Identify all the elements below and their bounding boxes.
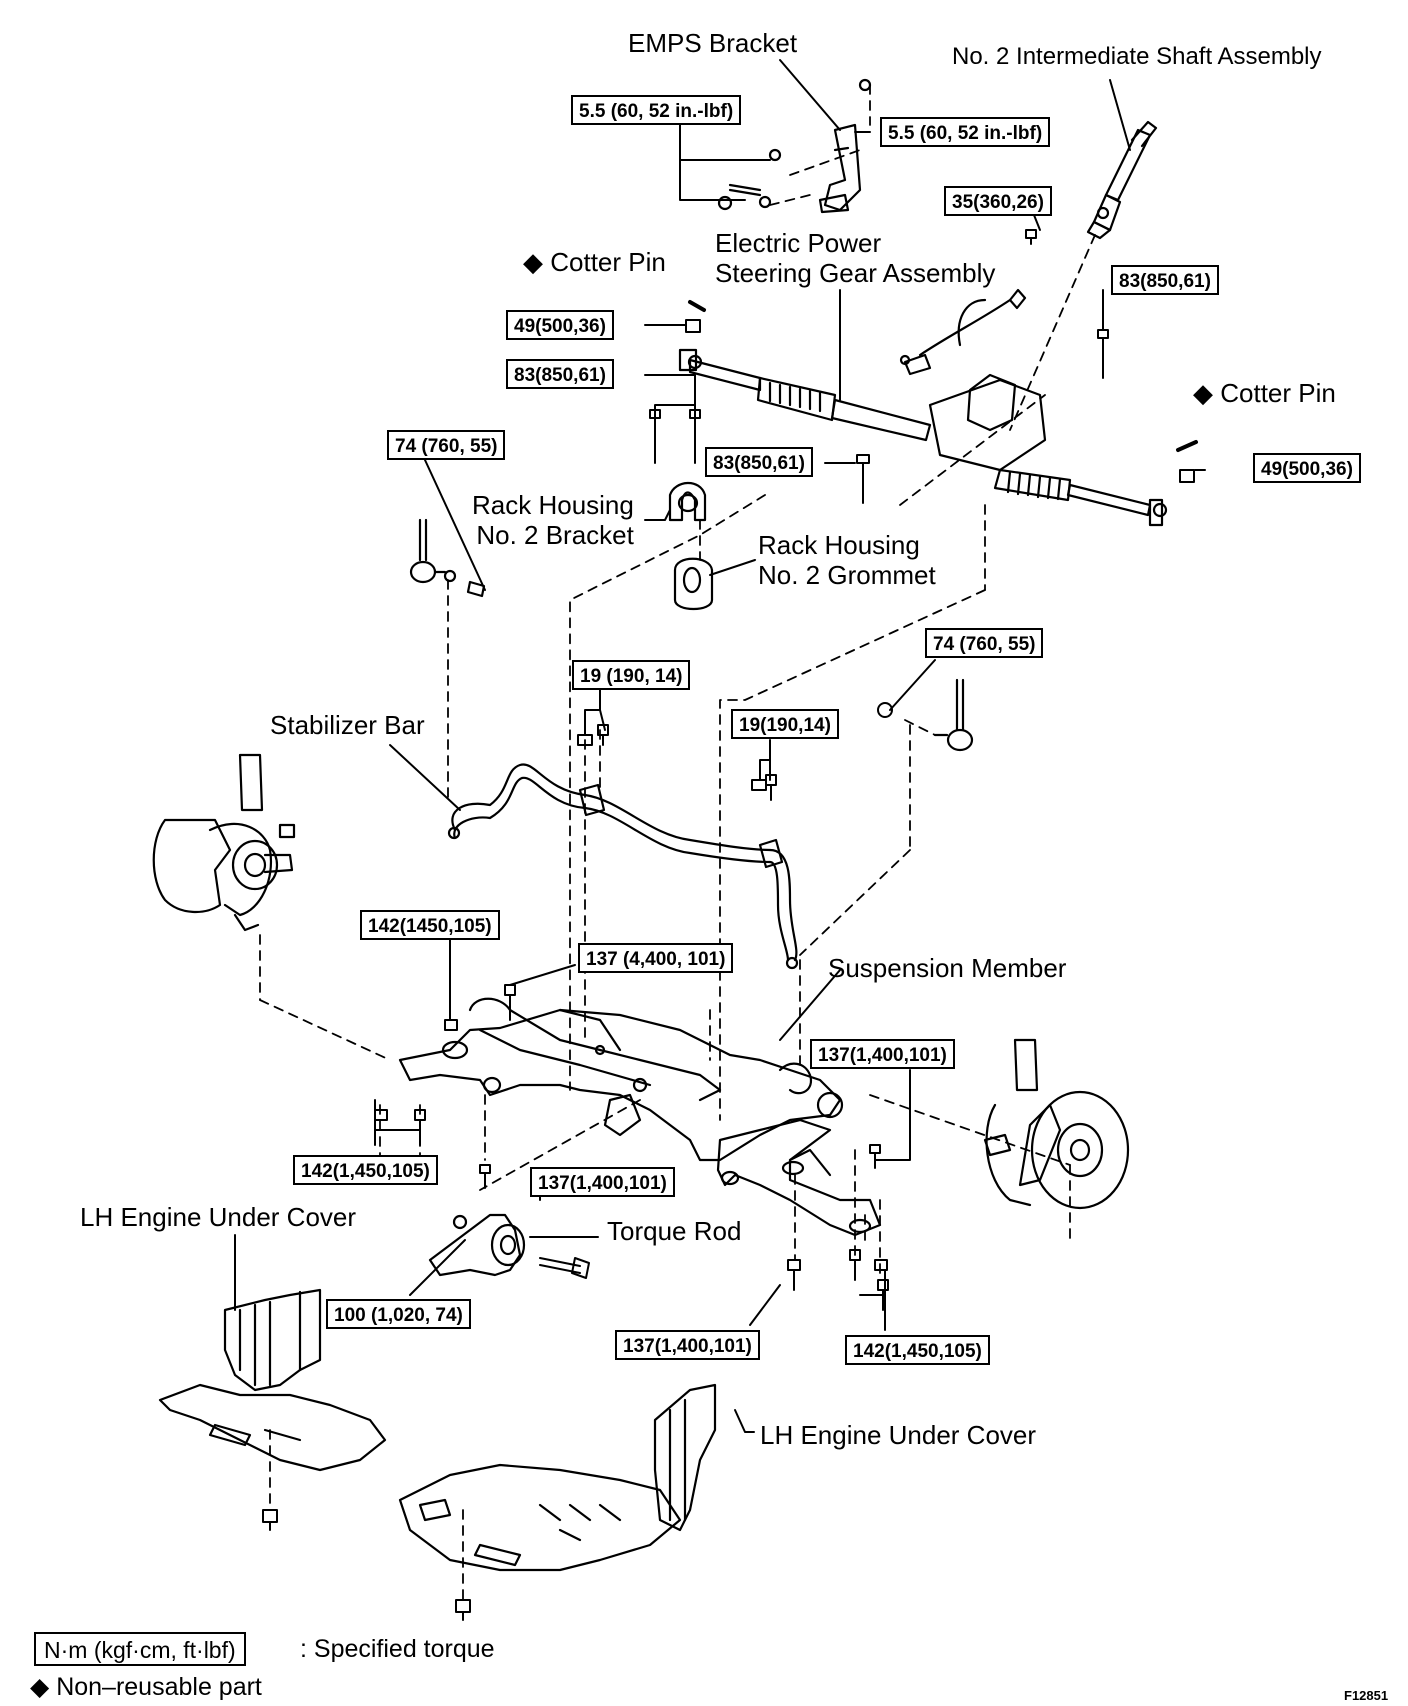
torque-spec-lower-arm-bolt: 137(1,400,101) [615, 1330, 760, 1360]
suspension-member [398, 997, 844, 1162]
figure-id: F12851 [1344, 1688, 1389, 1703]
knuckle-right [983, 1038, 1130, 1210]
torque-spec-torque-rod-bolt: 100 (1,020, 74) [326, 1299, 471, 1329]
torque-spec-tie-rod-right: 49(500,36) [1253, 453, 1361, 483]
torque-spec-link-left: 74 (760, 55) [387, 430, 506, 460]
torque-spec-emps-left: 5.5 (60, 52 in.-lbf) [571, 95, 742, 125]
under-cover-bottom [398, 1383, 717, 1572]
torque-spec-bracket-left: 83(850,61) [506, 359, 614, 389]
label-lh-engine-under-cover-bottom: LH Engine Under Cover [760, 1420, 1037, 1450]
rack-bracket-grommet [668, 481, 714, 611]
legend-unit-box: N·m (kgf·cm, ft·lbf) [34, 1632, 246, 1666]
label-cotter-pin-left: ◆ Cotter Pin [523, 247, 666, 277]
label-stabilizer-bar: Stabilizer Bar [270, 710, 425, 740]
label-emps-bracket: EMPS Bracket [628, 28, 798, 58]
legend-nonreusable: ◆ Non–reusable part [30, 1673, 262, 1701]
torque-spec-stab-left: 19 (190, 14) [572, 660, 691, 690]
torque-spec-lower-arm-right: 142(1,450,105) [845, 1335, 990, 1365]
under-cover-left [158, 1288, 387, 1472]
intermediate-shaft [1086, 120, 1158, 240]
torque-spec-member-bottom-left: 142(1,450,105) [293, 1155, 438, 1185]
torque-spec-stab-right: 19(190,14) [731, 709, 839, 739]
label-lh-engine-under-cover-left: LH Engine Under Cover [80, 1202, 357, 1232]
diamond-icon: ◆ [30, 1673, 50, 1701]
legend-unit-description: : Specified torque [300, 1635, 495, 1663]
torque-spec-shaft: 35(360,26) [944, 186, 1052, 216]
torque-spec-member-top-left: 142(1450,105) [360, 910, 500, 940]
stabilizer-bar [447, 763, 799, 970]
label-cotter-pin-right: ◆ Cotter Pin [1193, 378, 1336, 408]
label-suspension-member: Suspension Member [828, 953, 1067, 983]
torque-spec-member-top-mid: 137 (4,400, 101) [578, 943, 734, 973]
knuckle-left [152, 753, 296, 932]
torque-spec-tie-rod-left: 49(500,36) [506, 310, 614, 340]
torque-spec-member-bottom-mid: 137(1,400,101) [530, 1167, 675, 1197]
torque-rod [428, 1213, 526, 1277]
torque-spec-rack-right-bolt: 83(850,61) [1111, 265, 1219, 295]
diamond-icon: ◆ [1193, 378, 1213, 408]
torque-spec-member-right: 137(1,400,101) [810, 1039, 955, 1069]
torque-spec-emps-right: 5.5 (60, 52 in.-lbf) [880, 117, 1051, 147]
stabilizer-links [409, 518, 974, 752]
assembly-dashed-lines [259, 84, 1096, 1601]
label-rack-housing-bracket: Rack Housing No. 2 Bracket [472, 490, 634, 550]
label-steering-gear-assembly: Electric Power Steering Gear Assembly [715, 228, 996, 288]
label-rack-housing-grommet: Rack Housing No. 2 Grommet [758, 530, 936, 590]
emps-bracket [717, 78, 872, 214]
torque-spec-link-right: 74 (760, 55) [925, 628, 1044, 658]
bolts [262, 229, 1198, 1621]
torque-spec-bracket-mid: 83(850,61) [705, 447, 813, 477]
steering-gear-assembly [678, 288, 1168, 527]
label-torque-rod: Torque Rod [607, 1216, 742, 1246]
diamond-icon: ◆ [523, 247, 543, 277]
lower-arm [716, 1118, 882, 1237]
label-intermediate-shaft: No. 2 Intermediate Shaft Assembly [952, 43, 1322, 70]
